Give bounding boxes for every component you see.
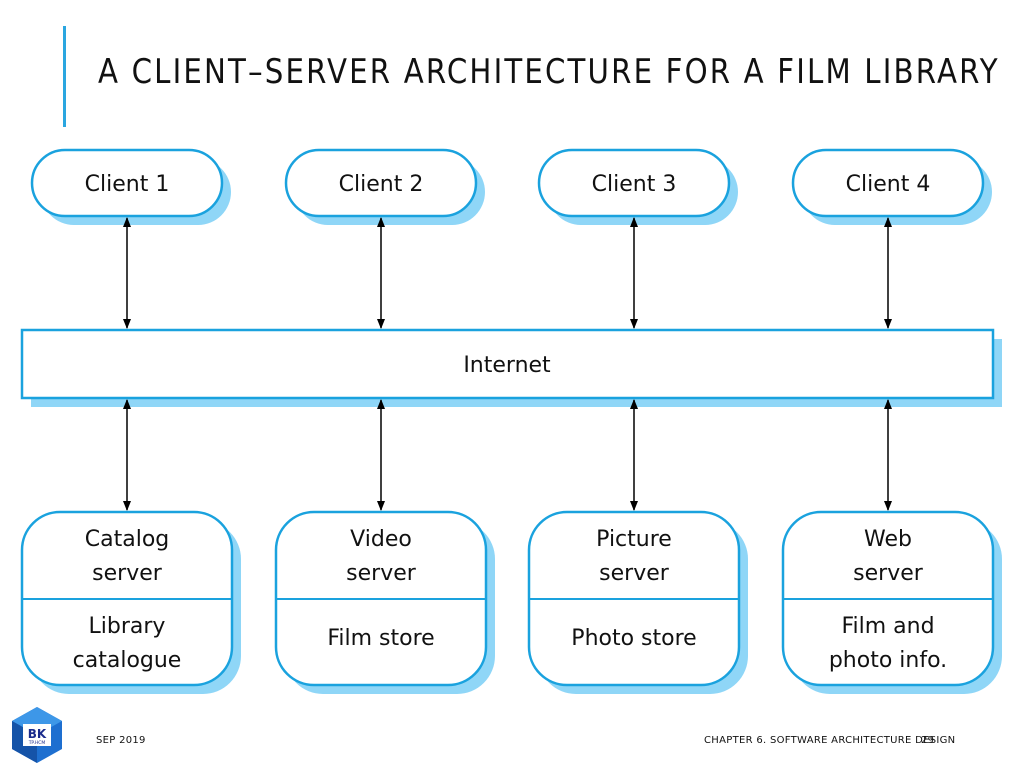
footer-chapter: CHAPTER 6. SOFTWARE ARCHITECTURE DESIGN (704, 735, 956, 746)
client-node: Client 1 (30, 148, 231, 225)
internet-node: Internet (20, 328, 1002, 407)
client-label: Client 1 (85, 172, 170, 197)
client-label: Client 4 (846, 172, 931, 197)
title-accent-bar (63, 26, 66, 127)
slide-title: A CLIENT–SERVER ARCHITECTURE FOR A FILM … (98, 52, 1000, 92)
footer-date: Sep 2019 (96, 735, 146, 746)
internet-box (20, 328, 995, 400)
clients-layer: Client 1 Client 2 Client 3 Client 4 (30, 148, 992, 225)
client-label: Client 3 (592, 172, 677, 197)
server-name-label: server (346, 561, 417, 586)
server-name-label: server (853, 561, 924, 586)
client-box (284, 148, 478, 218)
server-store-label: Film store (327, 626, 434, 651)
internet-label: Internet (463, 353, 551, 378)
server-store-label: catalogue (73, 648, 182, 673)
logo-subtext: TP.HCM (28, 740, 46, 746)
server-name-label: Video (350, 527, 412, 552)
client-label: Client 2 (339, 172, 424, 197)
server-name-label: Web (864, 527, 912, 552)
network-layer: Internet (20, 328, 1002, 407)
client-box (791, 148, 985, 218)
university-logo-icon: BK TP.HCM (12, 707, 62, 763)
arrows-layer (123, 217, 892, 511)
logo-text: BK (28, 727, 47, 741)
client-box (30, 148, 224, 218)
server-store-label: Photo store (571, 626, 696, 651)
server-name-label: Catalog (85, 527, 170, 552)
client-node: Client 3 (537, 148, 738, 225)
server-name-label: server (92, 561, 163, 586)
client-node: Client 2 (284, 148, 485, 225)
server-name-label: Picture (596, 527, 672, 552)
server-store-label: photo info. (829, 648, 947, 673)
server-name-label: server (599, 561, 670, 586)
footer-page-number: 29 (921, 735, 935, 746)
server-store-label: Library (89, 614, 166, 639)
server-store-label: Film and (841, 614, 934, 639)
client-node: Client 4 (791, 148, 992, 225)
client-box (537, 148, 731, 218)
